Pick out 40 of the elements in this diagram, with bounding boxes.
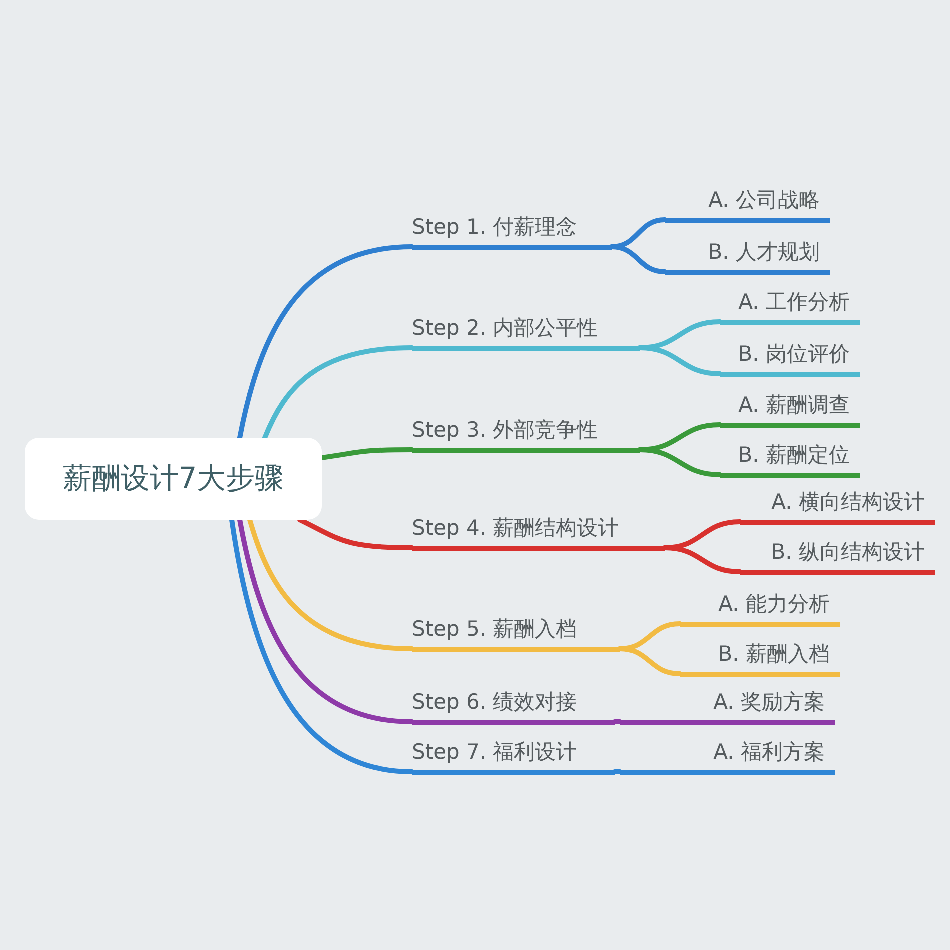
topic-text: Step 6. 绩效对接 — [412, 688, 578, 716]
topic-text: B. 薪酬入档 — [718, 640, 830, 668]
topic-text: A. 工作分析 — [738, 288, 850, 316]
topic-text: Step 1. 付薪理念 — [412, 214, 578, 240]
topic-text: A. 能力分析 — [718, 590, 830, 618]
topic-text: A. 公司战略 — [708, 186, 820, 214]
subtopic — [720, 441, 860, 478]
branch-line — [230, 518, 414, 774]
topic-text: B. 纵向结构设计 — [771, 538, 925, 566]
topic-text: Step 5. 薪酬入档 — [412, 616, 578, 642]
branch-line — [638, 346, 722, 376]
topic-text: Step 4. 薪酬结构设计 — [412, 514, 620, 542]
branch-line — [662, 546, 742, 574]
branch-line — [238, 518, 414, 724]
topic-text: B. 岗位评价 — [738, 340, 850, 368]
branch-line — [610, 244, 668, 274]
subtopic — [620, 688, 835, 724]
root-topic-card — [25, 438, 322, 520]
topic-text: Step 7. 福利设计 — [412, 738, 578, 766]
topic-text: 薪酬设计7大步骤 — [62, 460, 284, 497]
subtopic — [620, 738, 835, 774]
branch-line — [638, 448, 722, 478]
topic-text: B. 薪酬定位 — [738, 442, 850, 468]
branch-line — [612, 770, 622, 774]
branch-line — [248, 518, 414, 652]
branch-line — [618, 646, 682, 676]
step-topic — [412, 314, 640, 350]
branch-line — [238, 244, 414, 440]
topic-text: Step 2. 内部公平性 — [412, 314, 598, 342]
topic-text: A. 横向结构设计 — [772, 488, 925, 516]
topic-text: Step 3. 外部竞争性 — [412, 416, 598, 444]
branch-line — [262, 346, 414, 440]
branch-line — [320, 448, 414, 460]
step-topic — [412, 416, 640, 452]
topic-text: A. 奖励方案 — [714, 688, 825, 716]
topic-text: A. 薪酬调查 — [738, 392, 850, 418]
topic-text: B. 人才规划 — [708, 238, 820, 266]
topic-text: A. 福利方案 — [714, 738, 825, 766]
branch-line — [612, 720, 622, 724]
branch-line — [298, 518, 414, 550]
